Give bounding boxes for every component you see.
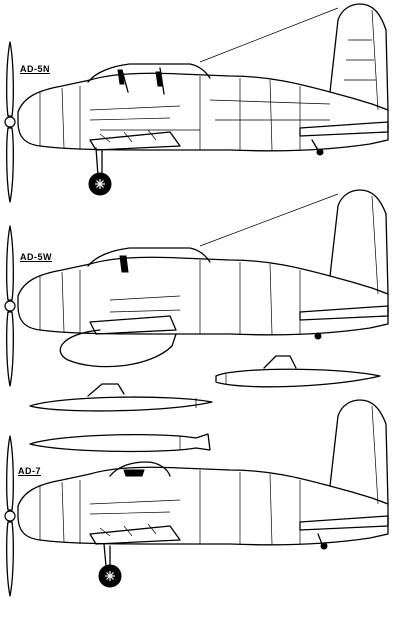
external-store-drop-tank-1 [215,355,381,388]
external-store-torpedo [29,433,211,453]
label-ad5w: AD-5W [20,252,52,262]
external-store-drop-tank-2 [29,383,213,412]
aircraft-ad7 [4,399,389,597]
aircraft-ad5n [4,3,389,203]
label-ad5n: AD-5N [20,64,51,74]
aircraft-ad5w [4,189,389,387]
label-ad7: AD-7 [18,466,42,476]
